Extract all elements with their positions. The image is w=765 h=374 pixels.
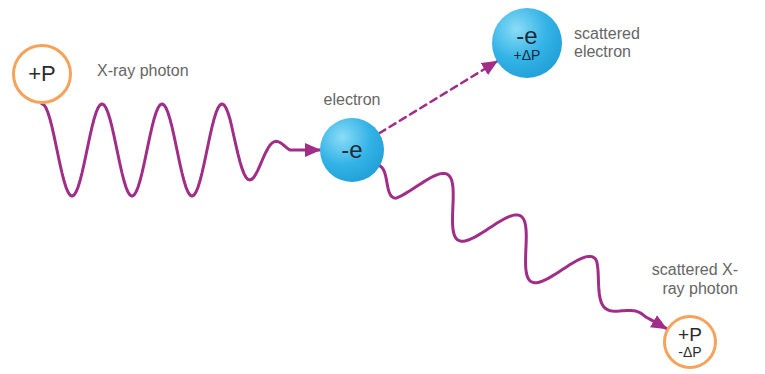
circle-content: +P-ΔP [678,325,702,360]
particle-symbol: -e [516,23,537,48]
particle-symbol: -ΔP [678,345,701,360]
particle-label: scattered electron [574,25,654,62]
photon-circle: +P [12,44,72,104]
circle-content: -e+ΔP [514,23,541,63]
electron-circle: -eelectron [320,118,384,182]
particle-label: electron [324,91,381,109]
circle-content: -e [341,137,362,162]
circle-content: +P [28,62,56,85]
photon-circle: +P-ΔPscattered X-ray photon [663,315,717,369]
particle-symbol: -e [341,137,362,162]
particle-symbol: +P [28,62,56,85]
photon-wave [380,166,667,329]
edge-label: X-ray photon [95,62,191,80]
particle-symbol: +ΔP [514,48,541,63]
particle-label: scattered X-ray photon [638,261,738,298]
particle-symbol: +P [678,325,702,345]
electron-path [379,61,497,133]
photon-wave [42,104,320,196]
electron-circle: -e+ΔPscattered electron [492,8,562,78]
